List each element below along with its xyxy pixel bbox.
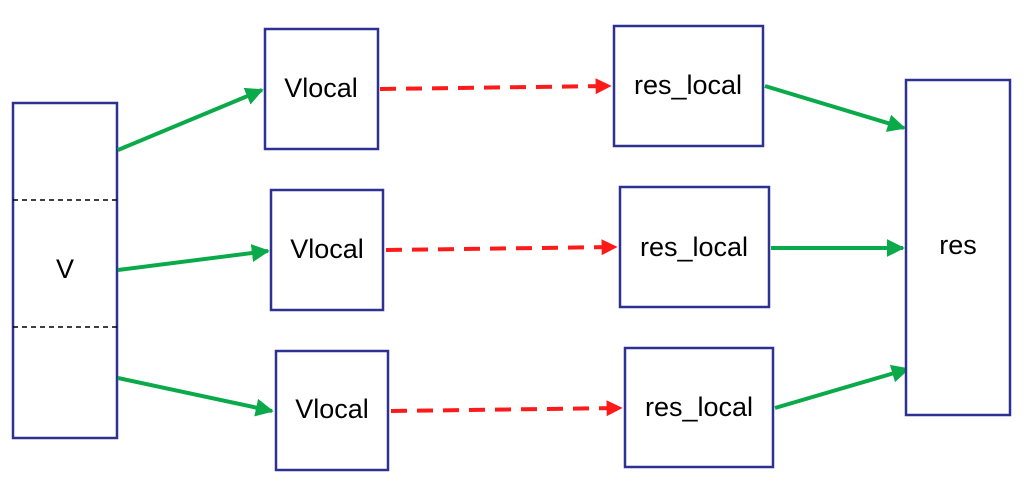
local-input-box <box>263 27 380 151</box>
local-result-node: res_local <box>618 185 771 309</box>
local-result-node: res_local <box>612 24 765 148</box>
gather-arrow <box>774 364 910 410</box>
local-input-box <box>274 349 390 472</box>
local-result-label: res_local <box>634 70 742 100</box>
local-input-node: Vlocal <box>263 27 380 151</box>
local-result-box <box>618 185 771 309</box>
local-result-box <box>612 24 765 148</box>
input-array-label: V <box>56 254 74 284</box>
local-input-box <box>269 188 385 312</box>
local-input-label: Vlocal <box>295 394 369 424</box>
local-input-label: Vlocal <box>290 234 364 264</box>
output-label: res <box>939 230 977 260</box>
input-array-box <box>11 101 119 440</box>
local-compute-arrow <box>385 239 618 256</box>
local-input-label: Vlocal <box>284 73 358 103</box>
gather-arrow <box>764 84 906 132</box>
local-result-box <box>623 346 775 469</box>
scatter-arrow <box>117 376 274 417</box>
local-result-label: res_local <box>640 232 748 262</box>
local-input-node: Vlocal <box>269 188 385 312</box>
output-res: res <box>904 78 1012 417</box>
local-compute-arrow <box>379 78 612 95</box>
output-box <box>904 78 1012 417</box>
local-compute-arrow <box>390 400 623 417</box>
local-input-node: Vlocal <box>274 349 390 472</box>
scatter-arrow <box>117 244 270 272</box>
local-result-label: res_local <box>645 392 753 422</box>
scatter-arrow <box>117 87 264 152</box>
input-array-v: V <box>11 101 119 440</box>
local-result-node: res_local <box>623 346 775 469</box>
